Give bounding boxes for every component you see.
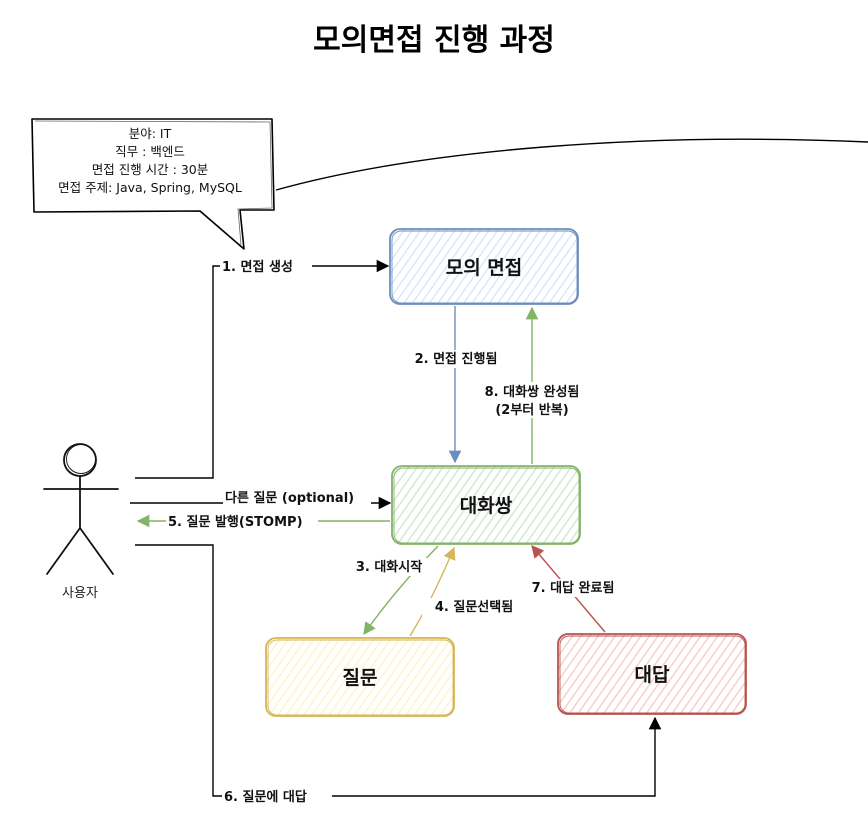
- callout-line-field: 분야: IT: [129, 126, 172, 141]
- diagram-title: 모의면접 진행 과정: [313, 23, 555, 58]
- callout-sketch-stroke: [34, 120, 273, 246]
- node-conversation-label: 대화쌍: [460, 495, 513, 517]
- callout-bubble-shape: [31, 118, 275, 250]
- settings-callout: 분야: IT 직무 : 백엔드 면접 진행 시간 : 30분 면접 주제: Ja…: [31, 118, 275, 250]
- node-answer-label: 대답: [635, 664, 670, 686]
- edge-3-start-conversation: [363, 545, 439, 636]
- node-answer-box: [557, 633, 747, 715]
- edge-2-label: 2. 면접 진행됨: [415, 351, 498, 367]
- node-question-sketch: [267, 639, 454, 716]
- edge-7-label: 7. 대답 완료됨: [532, 581, 615, 596]
- node-question[interactable]: 질문: [265, 637, 455, 717]
- node-conversation-sketch: [393, 467, 580, 544]
- edge-4-label-bg: [422, 598, 526, 616]
- callout-curve-line: [275, 138, 868, 191]
- edge-3-label: 3. 대화시작: [356, 559, 422, 575]
- edge-1-label: 1. 면접 생성: [222, 259, 293, 275]
- edge-8-label-line1: 8. 대화쌍 완성됨: [485, 384, 580, 400]
- edge-1-label-bg: [220, 258, 312, 276]
- edge-3-label-bg: [348, 558, 430, 576]
- node-mock-interview-sketch: [391, 230, 578, 304]
- edge-5-label: 5. 질문 발행(STOMP): [168, 514, 303, 530]
- edge-5-label-bg: [166, 512, 318, 530]
- node-mock-interview-box: [389, 228, 579, 305]
- node-question-box: [265, 637, 455, 717]
- user-actor-icon: [43, 443, 119, 575]
- edge-8-label-bg: [470, 382, 595, 418]
- callout-line-duration: 면접 진행 시간 : 30분: [92, 162, 209, 177]
- callout-line-topics: 면접 주제: Java, Spring, MySQL: [58, 180, 242, 195]
- node-conversation-box: [391, 465, 581, 545]
- edge-8-label-line2: (2부터 반복): [495, 402, 568, 418]
- actor-label: 사용자: [62, 586, 98, 601]
- node-question-label: 질문: [343, 667, 378, 689]
- edge-6-answer-question: [135, 544, 662, 797]
- edge-6-label: 6. 질문에 대답: [224, 789, 307, 805]
- node-mock-interview-label: 모의 면접: [446, 257, 523, 279]
- node-conversation[interactable]: 대화쌍: [391, 465, 581, 545]
- node-mock-interview[interactable]: 모의 면접: [389, 228, 579, 305]
- node-answer-sketch: [559, 635, 746, 714]
- edge-4-question-selected: [409, 546, 456, 637]
- node-answer[interactable]: 대답: [557, 633, 747, 715]
- edge-4-label: 4. 질문선택됨: [435, 599, 513, 615]
- callout-line-job: 직무 : 백엔드: [115, 144, 185, 159]
- edge-optional-label: 다른 질문 (optional): [225, 490, 354, 506]
- edge-7-label-bg: [518, 579, 628, 597]
- edge-6-label-bg: [222, 787, 332, 805]
- edge-1-create-interview: [135, 259, 390, 479]
- edge-optional-label-bg: [223, 489, 371, 507]
- edge-2-label-bg: [400, 350, 512, 368]
